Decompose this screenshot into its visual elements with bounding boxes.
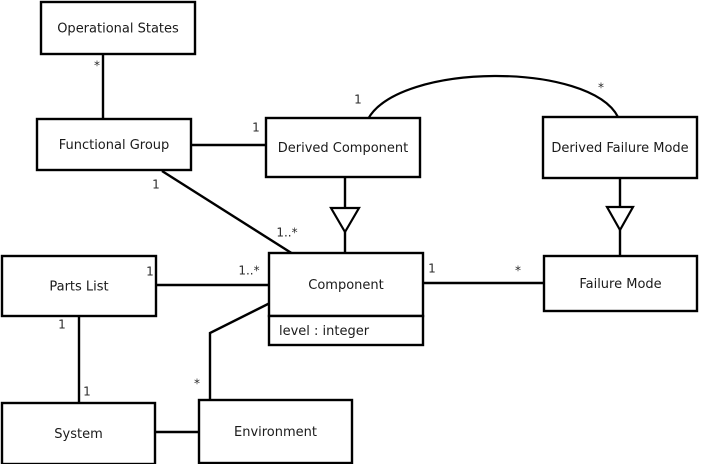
class-name-compartment-functional-group bbox=[35, 117, 193, 172]
attribute-text-component-0: level : integer bbox=[279, 324, 370, 339]
class-name-compartment-failure-mode bbox=[542, 254, 699, 313]
class-name-compartment-component bbox=[267, 251, 425, 318]
class-name-compartment-operational-states bbox=[39, 0, 197, 56]
multiplicities-layer: * 1 1 1..* 1 * 1 1..* 1 * 1 1 * bbox=[58, 59, 604, 399]
multiplicity-label-mult-fg-dc: 1 bbox=[252, 121, 260, 135]
multiplicity-label-mult-pl-comp-far: 1..* bbox=[238, 264, 259, 278]
class-box-component: Component level : integer bbox=[267, 251, 425, 347]
multiplicity-label-mult-dc-curve: 1 bbox=[354, 93, 362, 107]
multiplicity-label-mult-pl-comp-near: 1 bbox=[146, 265, 154, 279]
class-name-derived-component: Derived Component bbox=[278, 141, 409, 156]
class-name-compartment-system bbox=[0, 401, 157, 464]
association-line-functional-group--component bbox=[161, 169, 294, 256]
class-name-environment: Environment bbox=[234, 425, 317, 440]
class-box-system: System bbox=[0, 401, 157, 464]
association-line-environment--component bbox=[208, 301, 271, 400]
multiplicity-label-mult-dfm-curve: * bbox=[598, 81, 604, 95]
multiplicity-label-mult-comp-fm-near: 1 bbox=[428, 262, 436, 276]
class-name-failure-mode: Failure Mode bbox=[579, 277, 661, 292]
associations-layer bbox=[77, 54, 619, 434]
class-name-compartment-environment bbox=[197, 398, 354, 464]
multiplicity-label-mult-comp-fm-far: * bbox=[515, 264, 521, 278]
multiplicity-label-mult-env-comp: * bbox=[194, 377, 200, 391]
class-name-compartment-derived-component bbox=[264, 116, 422, 179]
attribute-compartment-component-0 bbox=[267, 314, 425, 347]
class-box-derived-failure-mode: Derived Failure Mode bbox=[541, 115, 699, 180]
class-box-derived-component: Derived Component bbox=[264, 116, 422, 179]
class-box-environment: Environment bbox=[197, 398, 354, 464]
multiplicity-label-mult-fg-comp-far: 1..* bbox=[276, 226, 297, 240]
generalization-arrowhead-derived-component--component bbox=[329, 206, 361, 235]
class-box-operational-states: Operational States bbox=[39, 0, 197, 56]
class-name-component: Component bbox=[308, 278, 383, 293]
class-name-operational-states: Operational States bbox=[57, 22, 179, 37]
class-name-functional-group: Functional Group bbox=[59, 138, 170, 153]
class-box-parts-list: Parts List bbox=[0, 254, 158, 318]
multiplicity-label-mult-pl-sys-bottom: 1 bbox=[83, 385, 91, 399]
multiplicity-label-mult-pl-sys-top: 1 bbox=[58, 318, 66, 332]
class-name-compartment-derived-failure-mode bbox=[541, 115, 699, 180]
class-box-functional-group: Functional Group bbox=[35, 117, 193, 172]
association-line-derived-component--derived-failure-mode bbox=[367, 74, 619, 120]
class-box-failure-mode: Failure Mode bbox=[542, 254, 699, 313]
multiplicity-label-mult-op-states: * bbox=[94, 59, 100, 73]
class-name-derived-failure-mode: Derived Failure Mode bbox=[551, 141, 688, 156]
class-name-compartment-parts-list bbox=[0, 254, 158, 318]
class-name-system: System bbox=[54, 427, 102, 442]
class-name-parts-list: Parts List bbox=[49, 280, 108, 295]
generalization-arrowhead-derived-failure-mode--failure-mode bbox=[605, 205, 635, 233]
multiplicity-label-mult-fg-comp: 1 bbox=[152, 178, 160, 192]
generalizations-layer bbox=[329, 177, 635, 256]
